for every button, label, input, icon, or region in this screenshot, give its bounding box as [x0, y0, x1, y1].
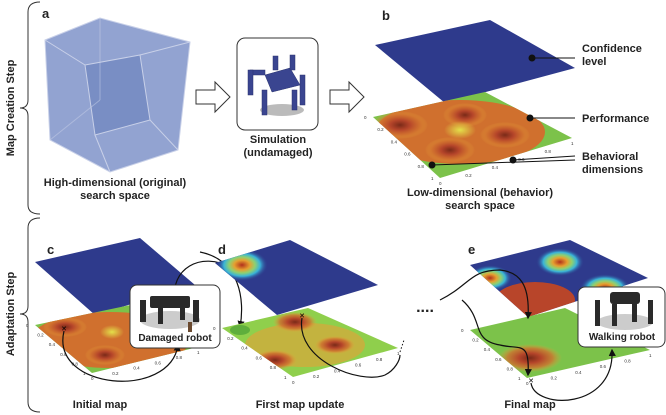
- axis-tick-label: 0.6: [60, 352, 67, 357]
- axis-tick-label: 0: [461, 328, 464, 333]
- damaged-robot-photo: [140, 296, 200, 332]
- simulation-label-line2: (undamaged): [243, 147, 312, 159]
- performance-map-b: [373, 92, 572, 178]
- arrow-c-to-d-perf: [199, 251, 245, 329]
- panel-label-e: e: [468, 242, 475, 257]
- axis-tick-label: 0.8: [418, 164, 425, 169]
- arrow-d-onward: [301, 317, 401, 378]
- axis-tick-label: 1: [518, 376, 521, 381]
- simulation-label-line1: Simulation: [250, 134, 307, 146]
- panel-a-caption-line2: search space: [80, 190, 150, 202]
- x-marker-icon: ✕: [61, 326, 67, 333]
- axis-tick-label: 0.6: [355, 363, 362, 368]
- adaptation-step-label: Adaptation Step: [5, 272, 17, 357]
- axis-tick-label: 1: [83, 371, 86, 376]
- axis-tick-label: 0: [26, 323, 29, 328]
- ticks-d: 0 0 0.2 0.2 0.4 0.4 0.6 0.6 0.8 0.8 1 1: [213, 326, 400, 385]
- axis-tick-label: 1: [397, 351, 400, 356]
- axis-tick-label: 0.2: [465, 173, 472, 178]
- arrow-right-icon: [329, 80, 365, 114]
- axis-tick-label: 0: [213, 326, 216, 331]
- axis-tick-label: 0.8: [624, 359, 631, 364]
- axis-tick-label: 1: [284, 375, 287, 380]
- arrow-c-loop: [62, 330, 181, 382]
- performance-map-d: [222, 308, 398, 377]
- axis-tick-label: 0: [91, 376, 94, 381]
- axis-tick-label: 0.8: [72, 361, 79, 366]
- behavioral-label-line1: Behavioral: [582, 151, 638, 163]
- axis-tick-label: 0.4: [334, 368, 341, 373]
- caption-first-map-update: First map update: [256, 399, 345, 411]
- axis-tick-label: 0.2: [227, 336, 234, 341]
- axis-tick-label: 0.4: [133, 366, 140, 371]
- axis-tick-label: 0: [292, 380, 295, 385]
- hypercube-icon: [44, 17, 191, 173]
- arrow-dots-to-e: [439, 269, 532, 320]
- leader-lines-b: [428, 54, 576, 169]
- axis-tick-label: 0.8: [507, 366, 514, 371]
- axis-tick-label: 0: [364, 115, 367, 120]
- dashed-continuation: [399, 339, 405, 353]
- x-marker-icon: ✕: [299, 313, 305, 320]
- axis-tick-label: 0.2: [472, 338, 479, 343]
- axis-tick-label: 1: [571, 141, 574, 146]
- axis-tick-label: 0.4: [492, 165, 499, 170]
- axis-tick-label: 0.6: [155, 360, 162, 365]
- axis-tick-label: 0.2: [37, 333, 44, 338]
- axis-tick-label: 0.2: [377, 127, 384, 132]
- adaptation-brace: [19, 217, 41, 413]
- caption-initial-map: Initial map: [73, 399, 128, 411]
- axis-tick-label: 0.4: [241, 346, 248, 351]
- axis-tick-label: 0.8: [270, 365, 277, 370]
- panel-b-caption-line1: Low-dimensional (behavior): [407, 187, 553, 199]
- behavioral-label-line2: dimensions: [582, 164, 643, 176]
- x-marker-icon: ✕: [528, 378, 534, 385]
- caption-final-map: Final map: [504, 399, 556, 411]
- panel-label-c: c: [47, 242, 54, 257]
- confidence-plane: [375, 20, 575, 103]
- axis-tick-label: 0.6: [404, 152, 411, 157]
- ticks-e: 0 0 0.2 0.2 0.4 0.4 0.6 0.6 0.8 0.8 1 1: [461, 328, 652, 386]
- map-creation-brace: [19, 1, 41, 215]
- axis-tick-label: 0.6: [256, 355, 263, 360]
- axis-tick-label: 0.8: [376, 357, 383, 362]
- axis-tick-label: 0.4: [49, 342, 56, 347]
- map-creation-step-label: Map Creation Step: [5, 59, 17, 156]
- confidence-label-line2: level: [582, 56, 606, 68]
- axis-tick-label: 0.6: [600, 364, 607, 369]
- axis-tick-label: 0.8: [545, 149, 552, 154]
- arrow-e-to-walking: [530, 348, 616, 401]
- ellipsis: ....: [416, 299, 434, 316]
- panel-b-caption-line2: search space: [445, 200, 515, 212]
- axis-tick-label: 1: [197, 350, 200, 355]
- axis-tick-label: 0.4: [391, 139, 398, 144]
- panel-label-d: d: [218, 242, 226, 257]
- ticks-c: 0 0 0.2 0.2 0.4 0.4 0.6 0.6 0.8 0.8 1 1: [26, 323, 200, 381]
- performance-label: Performance: [582, 113, 649, 125]
- arrow-dots-to-e-perf: [461, 299, 532, 377]
- axis-tick-label: 0: [439, 181, 442, 186]
- axis-tick-label: 0.2: [313, 374, 320, 379]
- axis-tick-label: 0.4: [575, 370, 582, 375]
- walking-robot-label: Walking robot: [589, 332, 656, 343]
- panel-label-b: b: [382, 8, 390, 23]
- axis-tick-label: 1: [431, 176, 434, 181]
- arrow-right-icon: [195, 80, 231, 114]
- axis-tick-label: 0.6: [495, 357, 502, 362]
- axis-tick-label: 0: [526, 381, 529, 386]
- panel-label-a: a: [42, 6, 50, 21]
- confidence-plane-d: [215, 240, 378, 315]
- axis-tick-label: 1: [649, 353, 652, 358]
- axis-tick-label: 0.8: [176, 355, 183, 360]
- simulated-robot-icon: [247, 54, 306, 116]
- axis-tick-label: 0.4: [484, 347, 491, 352]
- axis-tick-label: 0.2: [112, 371, 119, 376]
- confidence-label-line1: Confidence: [582, 43, 642, 55]
- axis-tick-label: 0.2: [551, 375, 558, 380]
- damaged-robot-label: Damaged robot: [138, 333, 212, 344]
- walking-robot-photo: [595, 292, 653, 330]
- panel-a-caption-line1: High-dimensional (original): [44, 177, 187, 189]
